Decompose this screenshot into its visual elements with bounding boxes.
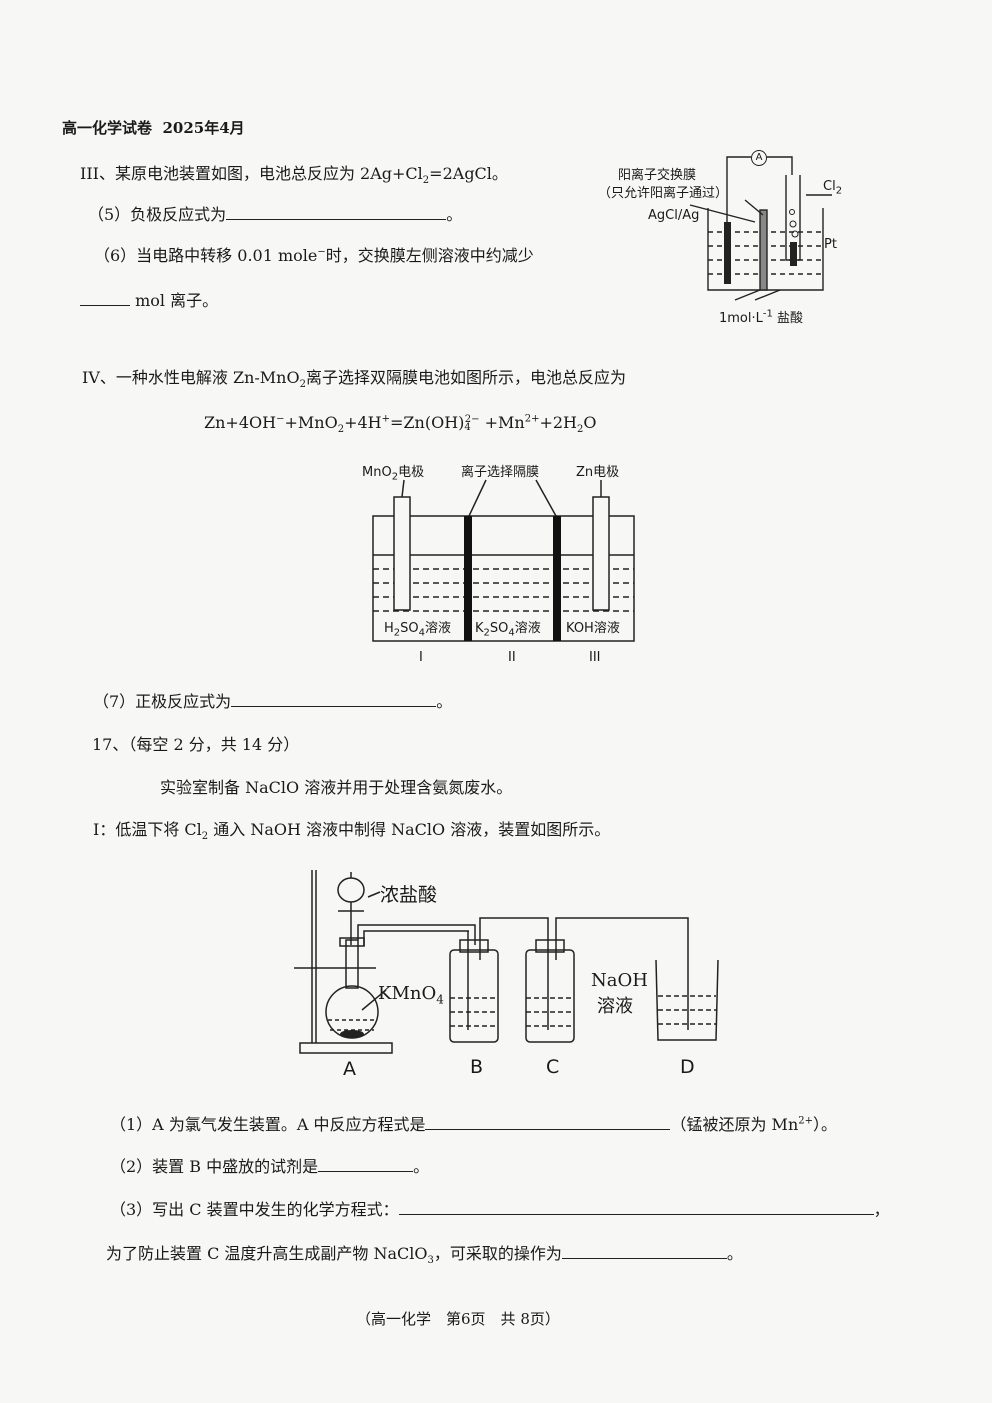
apparatus-c-label: C: [546, 1056, 560, 1078]
exam-date: 2025年4月: [162, 119, 245, 137]
answer-blank-17-1[interactable]: [425, 1115, 671, 1130]
electrode-left-label: AgCl/Ag: [648, 208, 700, 223]
section-iii-intro-tail: =2AgCl。: [429, 164, 508, 183]
membrane-label: 阳离子交换膜: [618, 168, 697, 183]
answer-blank-5[interactable]: [226, 205, 447, 220]
sol1-a: H: [384, 621, 394, 636]
koh-solution-label: KOH溶液: [566, 621, 620, 636]
question-6-text-b: 时，交换膜左侧溶液中约减少: [325, 246, 534, 265]
section-iii-intro-text: III、某原电池装置如图，电池总反应为 2Ag+Cl: [80, 164, 423, 183]
question-17-2: （2）装置 B 中盛放的试剂是。: [110, 1157, 430, 1176]
mno2-electrode-label: MnO2电极: [362, 465, 425, 483]
part1-tail: 通入 NaOH 溶液中制得 NaClO 溶液，装置如图所示。: [213, 820, 611, 839]
sol2-a: K: [475, 621, 484, 636]
kmno4-text: KMnO: [378, 983, 437, 1004]
solution-label-text: 1mol·L: [719, 311, 763, 326]
question-17-3b: 为了防止装置 C 温度升高生成副产物 NaClO3，可采取的操作为。: [106, 1244, 743, 1267]
eq-part-b: +MnO: [284, 413, 338, 432]
naoh-solution-label: 溶液: [597, 996, 633, 1017]
question-17-3: （3）写出 C 装置中发生的化学方程式：，: [110, 1200, 890, 1219]
answer-blank-6[interactable]: [80, 291, 130, 306]
q17-3b-text: 为了防止装置 C 温度升高生成副产物 NaClO: [106, 1244, 428, 1263]
k2so4-solution-label: K2SO4溶液: [475, 621, 541, 639]
q17-1-note: （锰被还原为 Mn: [670, 1115, 799, 1134]
ammeter-label: A: [755, 152, 763, 163]
eq-part-c: +4H: [344, 413, 382, 432]
exam-header: 高一化学试卷 2025年4月: [62, 117, 245, 138]
exam-title: 高一化学试卷: [62, 119, 153, 137]
eq-part-g: O: [583, 413, 597, 432]
question-6-line2: mol 离子。: [80, 287, 218, 311]
membrane-note: （只允许阳离子通过）: [598, 186, 729, 201]
apparatus-d-label: D: [680, 1056, 695, 1078]
conc-hcl-label: 浓盐酸: [380, 884, 438, 906]
question-6-text: （6）当电路中转移 0.01 mole: [94, 246, 318, 265]
h2so4-solution-label: H2SO4溶液: [384, 621, 452, 639]
chamber-3-label: III: [589, 650, 601, 665]
question-17-1: （1）A 为氯气发生装置。A 中反应方程式是（锰被还原为 Mn2+）。: [110, 1115, 838, 1134]
mno2-tail: 电极: [398, 465, 425, 480]
section-iv-intro-tail: 离子选择双隔膜电池如图所示，电池总反应为: [305, 368, 626, 387]
question-17-part1: I：低温下将 Cl2 通入 NaOH 溶液中制得 NaClO 溶液，装置如图所示…: [93, 820, 611, 843]
question-7-text: （7）正极反应式为: [93, 692, 232, 711]
eq-part-f: +2H: [539, 413, 577, 432]
answer-blank-17-3[interactable]: [398, 1200, 874, 1215]
question-5-text: （5）负极反应式为: [88, 205, 227, 224]
question-7: （7）正极反应式为。: [93, 692, 453, 711]
kmno4-label: KMnO4: [378, 983, 444, 1007]
gas-label: Cl2: [823, 179, 843, 197]
section-iv-intro-text: IV、一种水性电解液 Zn-MnO: [82, 368, 300, 387]
section-iii-intro: III、某原电池装置如图，电池总反应为 2Ag+Cl2=2AgCl。: [80, 164, 508, 187]
apparatus-a-label: A: [343, 1058, 356, 1080]
mno2-text: MnO: [362, 465, 392, 480]
q17-3b-tail: ，可采取的操作为: [433, 1244, 562, 1263]
eq-part-d: =Zn(OH): [390, 413, 465, 432]
question-5: （5）负极反应式为。: [88, 205, 463, 224]
sol1-c: 溶液: [425, 621, 452, 636]
question-6: （6）当电路中转移 0.01 mole−时，交换膜左侧溶液中约减少: [94, 246, 534, 265]
q17-1-text: （1）A 为氯气发生装置。A 中反应方程式是: [110, 1115, 426, 1134]
apparatus-b-label: B: [470, 1056, 484, 1078]
section-iv-intro: IV、一种水性电解液 Zn-MnO2离子选择双隔膜电池如图所示，电池总反应为: [82, 368, 626, 391]
electrode-right-label: Pt: [824, 237, 837, 252]
part1-text: I：低温下将 Cl: [93, 820, 202, 839]
naoh-label: NaOH: [591, 970, 648, 991]
eq-part-e: +Mn: [484, 413, 525, 432]
answer-blank-17-2[interactable]: [318, 1157, 414, 1172]
q17-3-text: （3）写出 C 装置中发生的化学方程式：: [110, 1200, 399, 1219]
chamber-2-label: II: [508, 650, 516, 665]
sol2-b: SO: [489, 621, 509, 636]
ammeter-icon: A: [751, 150, 767, 166]
sol1-b: SO: [400, 621, 419, 636]
q17-1-note-tail: ）。: [813, 1115, 838, 1134]
question-17-header: 17、（每空 2 分，共 14 分）: [92, 735, 300, 754]
eq-part-a: Zn+4OH: [204, 413, 277, 432]
membrane-iv-label: 离子选择隔膜: [461, 465, 540, 480]
zn-electrode-label: Zn电极: [576, 465, 620, 480]
chamber-1-label: I: [419, 650, 423, 665]
total-reaction-equation: Zn+4OH−+MnO2+4H+=Zn(OH)42− +Mn2++2H2O: [204, 413, 597, 436]
question-17-intro: 实验室制备 NaClO 溶液并用于处理含氨氮废水。: [160, 778, 513, 797]
solution-label: 1mol·L-1 盐酸: [719, 308, 804, 326]
answer-blank-7[interactable]: [231, 692, 437, 707]
page-footer: （高一化学 第6页 共 8页）: [356, 1310, 560, 1328]
sol2-c: 溶液: [514, 621, 541, 636]
question-6-tail: mol 离子。: [135, 291, 219, 310]
q17-2-text: （2）装置 B 中盛放的试剂是: [110, 1157, 319, 1176]
gas-text: Cl: [823, 179, 836, 194]
answer-blank-17-3b[interactable]: [561, 1244, 727, 1259]
solution-label-tail: 盐酸: [777, 311, 804, 326]
